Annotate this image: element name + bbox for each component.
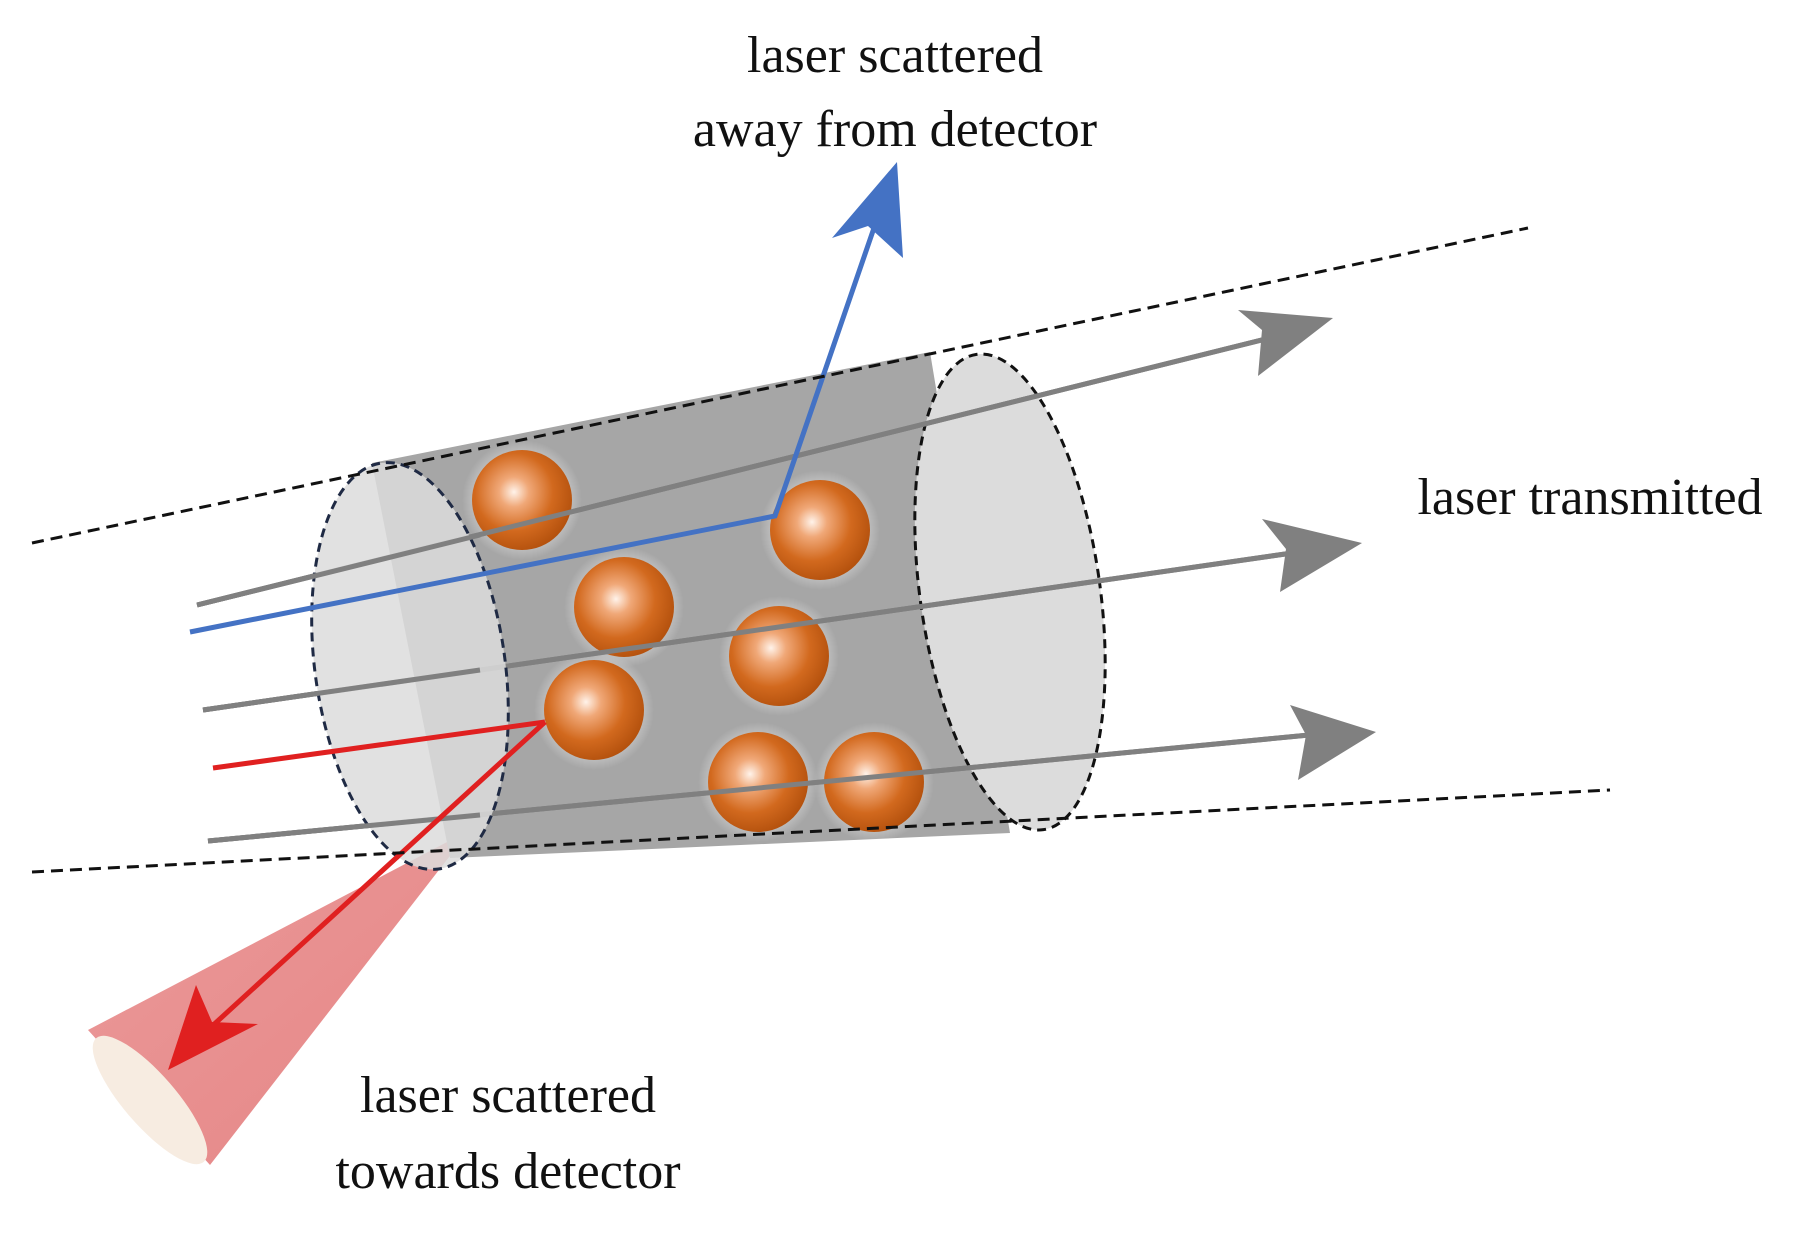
label-scattered-away-line2: away from detector [693,101,1097,158]
beam-envelope [31,226,1611,874]
envelope-bottom [31,788,1611,874]
particle [719,596,839,716]
arrowhead-top [1238,310,1333,376]
detector-cone [88,830,470,1165]
scattered-away-beam [189,162,903,635]
particles [462,440,934,842]
particle [760,470,880,590]
envelope-top [31,226,1529,545]
arrowhead-bottom [1290,705,1376,780]
label-scattered-towards-line2: towards detector [335,1143,680,1200]
particle [814,722,934,842]
arrowhead-blue [832,162,903,258]
scattered-towards-beam [168,719,547,1070]
particle [534,650,654,770]
particle [564,547,684,667]
arrowhead-red [168,985,258,1070]
label-scattered-towards-line1: laser scattered [360,1067,656,1124]
particle [698,722,818,842]
particle [462,440,582,560]
label-scattered-away-line1: laser scattered [747,27,1043,84]
label-transmitted: laser transmitted [1417,469,1762,526]
beam-entry-segments [196,532,481,844]
arrowhead-middle [1262,519,1362,592]
detector-aperture [92,1035,208,1165]
